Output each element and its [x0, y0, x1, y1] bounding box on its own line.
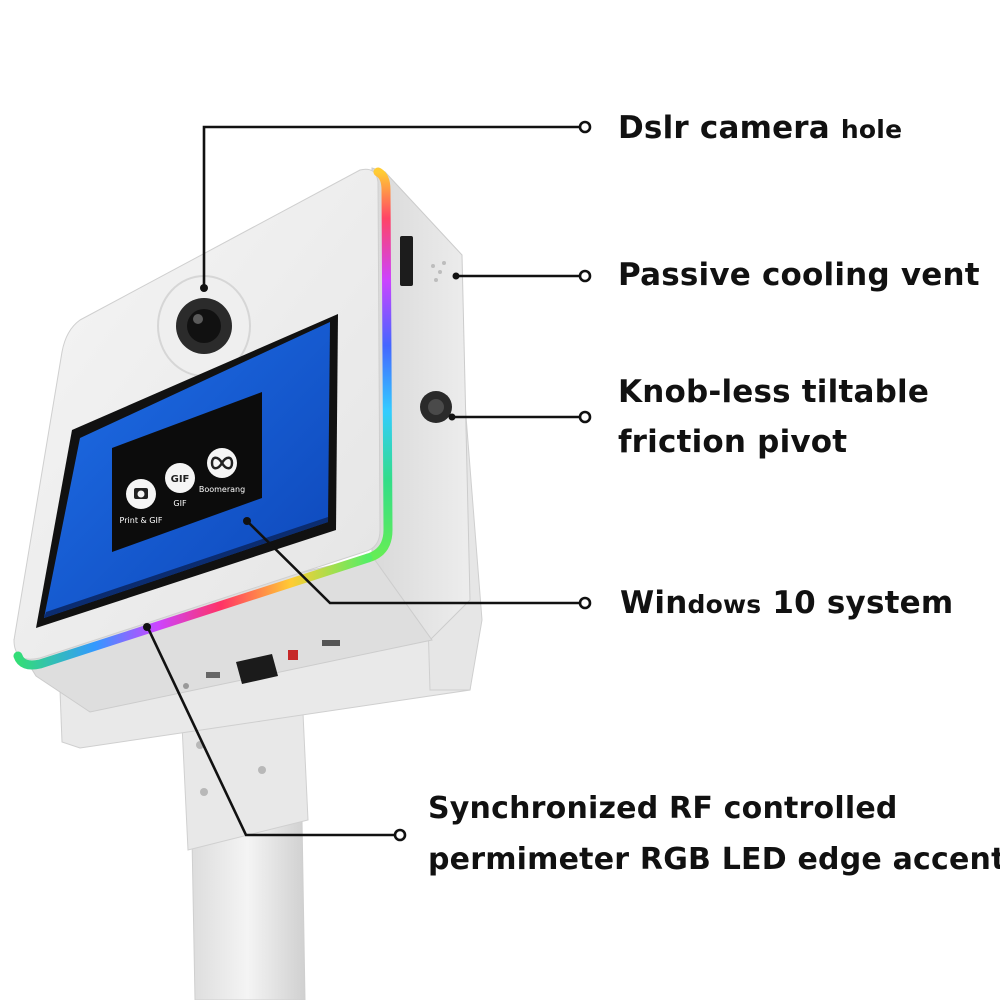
callout-cooling-vent-text: Passive cooling vent — [618, 257, 980, 293]
callout-windows-part1: Win — [620, 585, 688, 621]
friction-pivot — [420, 391, 452, 423]
callout-rgb-led: Synchronized RF controlled permimeter RG… — [428, 783, 1000, 885]
callout-rgb-led-line2: permimeter RGB LED edge accent — [428, 842, 1000, 877]
callout-lines — [146, 125, 580, 837]
app-icon-boomerang — [207, 448, 237, 478]
app-label-print-gif: Print & GIF — [120, 516, 163, 525]
callout-camera-hole-suffix: hole — [840, 115, 903, 144]
touchscreen: GIF Print & GIF GIF Boomerang — [36, 314, 338, 628]
bottom-ports — [183, 640, 340, 689]
callout-friction-pivot-line2: friction pivot — [618, 424, 848, 460]
app-icon-gif: GIF — [165, 463, 195, 493]
rgb-led-edge — [13, 167, 393, 670]
gif-icon-glyph: GIF — [171, 474, 190, 485]
callout-start-dots — [143, 272, 460, 631]
callout-windows-part2: dows — [687, 590, 762, 619]
callout-cooling-vent: Passive cooling vent — [618, 250, 980, 300]
callout-endpoints — [393, 120, 592, 842]
callout-camera-hole: Dslr camera hole — [618, 103, 902, 155]
app-label-boomerang: Boomerang — [199, 485, 245, 494]
callout-friction-pivot-line1: Knob-less tiltable — [618, 374, 930, 410]
app-label-gif: GIF — [173, 499, 187, 508]
cooling-vent — [400, 236, 446, 286]
callout-friction-pivot: Knob-less tiltable friction pivot — [618, 367, 929, 467]
callout-camera-hole-main: Dslr camera — [618, 110, 830, 146]
callout-windows-system: Windows 10 system — [620, 578, 953, 630]
camera-hole — [157, 275, 251, 377]
callout-rgb-led-line1: Synchronized RF controlled — [428, 791, 898, 826]
callout-windows-part3: 10 system — [772, 585, 954, 621]
app-window: GIF Print & GIF GIF Boomerang — [112, 392, 262, 552]
app-icon-print-gif — [126, 479, 156, 509]
